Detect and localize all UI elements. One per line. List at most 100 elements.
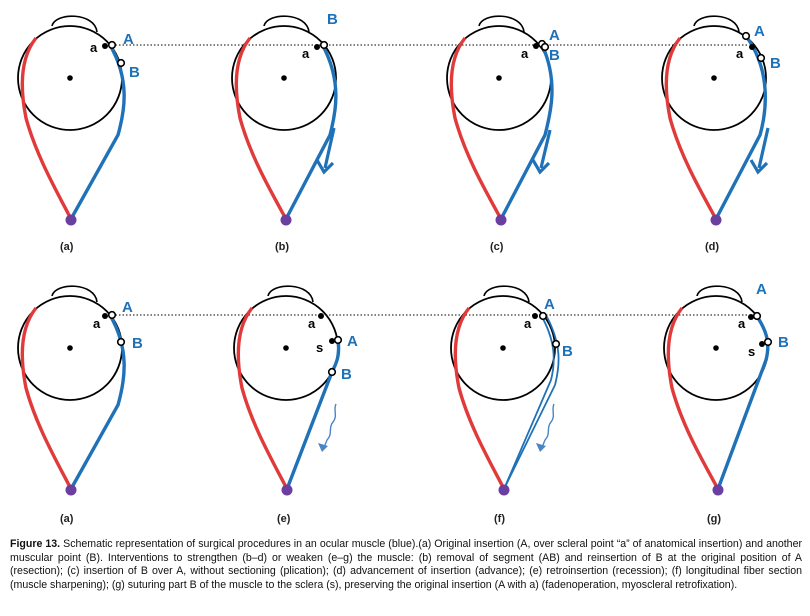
traction-arrow	[757, 127, 770, 169]
eye-nose-bump	[263, 15, 310, 33]
muscle-point-A	[107, 40, 117, 50]
muscle	[69, 314, 126, 490]
panel-a-bottom: a A B (a)	[17, 285, 143, 525]
panel-f: a A B (f)	[450, 285, 573, 525]
scleral-point-a	[102, 43, 108, 49]
eye-nose-bump	[693, 15, 740, 33]
panel-a-top: a A B (a)	[17, 15, 140, 253]
muscle-point-B	[763, 337, 773, 347]
eye-center	[67, 75, 73, 81]
scleral-point-a	[749, 44, 755, 50]
label-a: a	[302, 46, 310, 61]
panel-g: a s A B (g)	[663, 281, 789, 525]
panel-label: (c)	[490, 241, 504, 253]
panel-label: (a)	[60, 241, 74, 253]
muscle	[714, 34, 767, 220]
label-a: a	[524, 316, 532, 331]
antagonist-muscle	[449, 36, 503, 220]
label-A: A	[549, 27, 560, 44]
label-a: a	[90, 40, 98, 55]
label-a: a	[521, 46, 529, 61]
muscle-point-A	[538, 311, 548, 321]
label-A: A	[123, 31, 134, 48]
label-B: B	[129, 64, 140, 81]
label-B: B	[549, 47, 560, 64]
muscle	[285, 339, 341, 490]
panel-label: (a)	[60, 513, 74, 525]
muscle-point-B	[116, 58, 126, 68]
muscle-point-B	[116, 337, 126, 347]
origin-point	[712, 484, 724, 496]
label-A: A	[347, 333, 358, 350]
label-B: B	[562, 343, 573, 360]
traction-arrowhead	[749, 159, 769, 175]
traction-arrowhead	[315, 159, 335, 175]
scleral-point-a	[314, 44, 320, 50]
eye-center	[713, 345, 719, 351]
muscle-point-A	[752, 311, 762, 321]
label-B: B	[778, 334, 789, 351]
antagonist-muscle	[20, 306, 73, 490]
label-A: A	[756, 281, 767, 298]
scleral-point-a	[102, 313, 108, 319]
label-a: a	[736, 46, 744, 61]
traction-arrowhead	[531, 159, 551, 175]
muscle-point-B	[327, 367, 337, 377]
muscle-point-B	[756, 53, 766, 63]
traction-arrow	[539, 129, 552, 169]
label-B: B	[327, 11, 338, 28]
figure-caption: Figure 13. Schematic representation of s…	[10, 538, 802, 592]
muscle	[716, 314, 770, 490]
panel-label: (d)	[705, 241, 719, 253]
eye-globe	[661, 25, 767, 131]
panel-label: (f)	[494, 513, 505, 525]
eye-nose-bump	[483, 285, 530, 303]
eye-center	[283, 345, 289, 351]
eye-globe	[231, 25, 337, 131]
label-a: a	[93, 316, 101, 331]
label-a: a	[308, 316, 316, 331]
antagonist-muscle	[236, 306, 289, 490]
scleral-point-a	[533, 43, 539, 49]
muscle-point-B	[319, 40, 329, 50]
muscle-point-A	[333, 335, 343, 345]
weakening-arrowhead	[318, 443, 328, 452]
weakening-arrow	[540, 403, 555, 451]
caption-text: Schematic representation of surgical pro…	[10, 538, 802, 591]
label-B: B	[341, 366, 352, 383]
traction-arrow	[323, 127, 336, 169]
suture-point-s	[329, 338, 335, 344]
scleral-point-a	[748, 314, 754, 320]
panel-c: a A B (c)	[446, 15, 560, 253]
label-A: A	[544, 296, 555, 313]
weakening-arrow	[322, 403, 337, 451]
label-B: B	[132, 335, 143, 352]
muscle	[284, 45, 338, 220]
eye-nose-bump	[51, 285, 98, 303]
origin-point	[280, 214, 292, 226]
eye-center	[281, 75, 287, 81]
muscle	[499, 46, 554, 220]
panel-d: a A B (d)	[661, 15, 781, 253]
panel-label: (g)	[707, 513, 721, 525]
eye-globe	[450, 295, 556, 401]
weakening-arrowhead	[536, 443, 546, 452]
label-s: s	[748, 344, 755, 359]
antagonist-muscle	[666, 306, 720, 490]
panel-b: a B (b)	[231, 11, 338, 253]
antagonist-muscle	[20, 36, 73, 220]
label-A: A	[122, 299, 133, 316]
panel-label: (e)	[277, 513, 291, 525]
scleral-point-a	[318, 313, 324, 319]
panel-e: a s A B (e)	[233, 285, 358, 525]
label-s: s	[316, 340, 323, 355]
label-a: a	[738, 316, 746, 331]
surgical-procedures-diagram: a A B (a) a B (b) a A B (c)	[17, 11, 789, 525]
antagonist-muscle	[664, 36, 718, 220]
eye-nose-bump	[478, 15, 525, 33]
label-A: A	[754, 23, 765, 40]
eye-center	[67, 345, 73, 351]
muscle-point-B	[540, 42, 550, 52]
eye-nose-bump	[696, 285, 743, 303]
muscle-point-A	[107, 310, 117, 320]
